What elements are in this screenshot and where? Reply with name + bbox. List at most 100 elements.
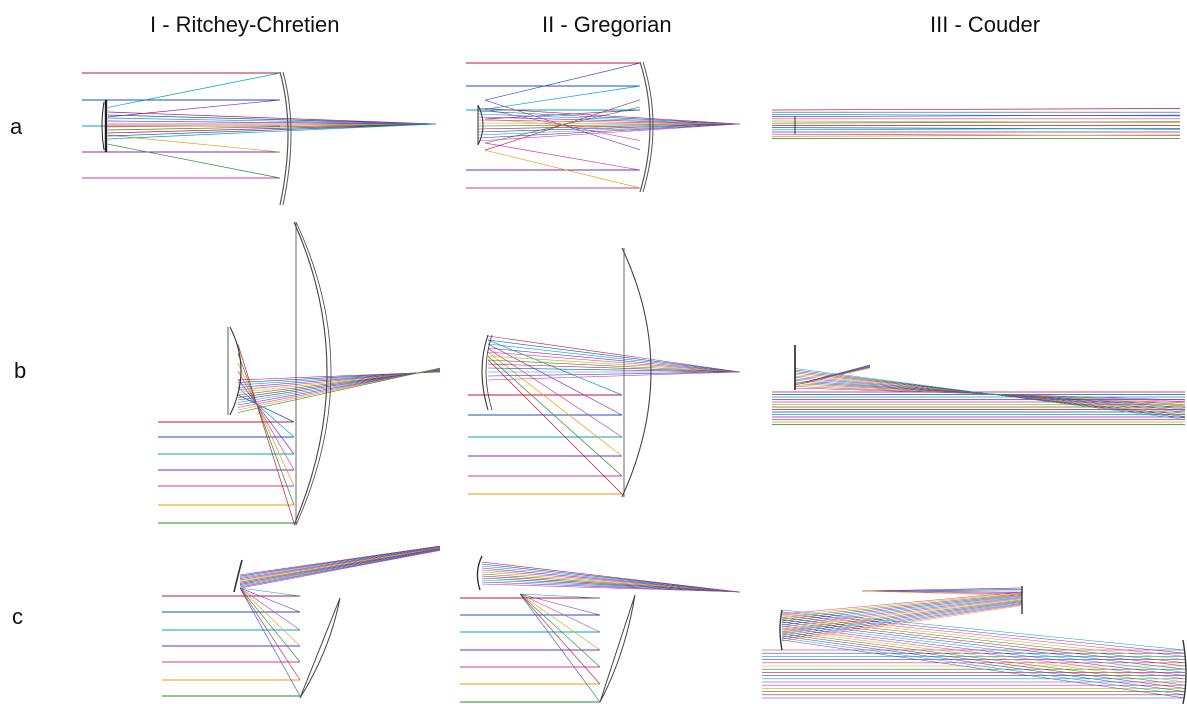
column-title-ritchey-chretien: I - Ritchey-Chretien bbox=[150, 12, 340, 37]
light-ray bbox=[771, 108, 1181, 111]
primary-mirror bbox=[621, 247, 652, 498]
light-ray bbox=[781, 625, 1186, 676]
light-ray bbox=[781, 594, 1023, 620]
light-ray bbox=[487, 367, 741, 373]
light-ray bbox=[487, 343, 741, 373]
light-ray bbox=[477, 110, 741, 125]
light-ray bbox=[237, 344, 295, 524]
primary-mirror-back bbox=[295, 221, 332, 526]
secondary-mirror bbox=[476, 555, 483, 591]
light-ray bbox=[487, 371, 741, 381]
light-ray bbox=[487, 343, 623, 416]
secondary-mirror bbox=[233, 559, 243, 593]
light-ray bbox=[781, 596, 1023, 624]
light-ray bbox=[794, 367, 871, 386]
light-ray bbox=[519, 593, 601, 685]
light-ray bbox=[781, 600, 1023, 633]
light-ray bbox=[481, 575, 741, 593]
light-ray bbox=[781, 604, 1023, 640]
light-ray bbox=[237, 370, 295, 471]
light-ray bbox=[477, 107, 741, 125]
light-ray bbox=[781, 609, 1186, 651]
light-ray bbox=[519, 593, 601, 599]
light-ray bbox=[239, 548, 441, 584]
row-label-b: b bbox=[14, 358, 27, 383]
light-ray bbox=[107, 111, 437, 125]
light-ray bbox=[781, 613, 1186, 657]
light-ray bbox=[781, 599, 1023, 631]
light-ray bbox=[239, 587, 301, 697]
light-ray bbox=[477, 113, 741, 125]
row-label-c: c bbox=[12, 604, 23, 629]
light-ray bbox=[519, 593, 601, 668]
light-ray bbox=[771, 114, 1181, 117]
light-ray bbox=[239, 549, 441, 588]
light-ray bbox=[107, 117, 437, 125]
light-ray bbox=[481, 567, 741, 593]
light-ray bbox=[487, 339, 623, 396]
light-ray bbox=[771, 134, 1181, 137]
light-ray bbox=[519, 593, 601, 651]
light-ray bbox=[487, 351, 623, 457]
light-ray bbox=[487, 355, 623, 477]
light-ray bbox=[477, 116, 741, 125]
light-ray bbox=[781, 621, 1186, 670]
light-ray bbox=[781, 629, 1186, 683]
primary-mirror-edge bbox=[642, 61, 654, 193]
light-ray bbox=[771, 127, 1181, 131]
light-ray bbox=[481, 571, 741, 593]
light-ray bbox=[481, 565, 741, 593]
light-ray bbox=[781, 619, 1186, 667]
light-ray bbox=[781, 635, 1186, 692]
panel-a-ritchey-chretien bbox=[82, 71, 437, 206]
light-ray bbox=[781, 631, 1186, 686]
light-ray bbox=[781, 637, 1186, 696]
light-ray bbox=[484, 62, 641, 101]
light-ray bbox=[477, 119, 741, 125]
panel-b-gregorian bbox=[468, 247, 741, 498]
light-ray bbox=[107, 143, 281, 179]
light-ray bbox=[107, 120, 437, 125]
light-ray bbox=[107, 114, 437, 125]
light-ray bbox=[781, 623, 1186, 673]
light-ray bbox=[477, 123, 741, 133]
secondary-mirror bbox=[481, 334, 489, 411]
light-ray bbox=[239, 550, 441, 589]
light-ray bbox=[237, 394, 295, 423]
light-ray bbox=[237, 353, 295, 506]
light-ray bbox=[239, 587, 301, 681]
light-ray bbox=[781, 593, 1023, 618]
light-ray bbox=[239, 548, 441, 585]
light-ray bbox=[781, 598, 1023, 629]
light-ray bbox=[239, 547, 441, 581]
light-ray bbox=[487, 371, 741, 377]
light-ray bbox=[107, 123, 437, 137]
light-ray bbox=[481, 569, 741, 593]
light-ray bbox=[519, 593, 601, 633]
light-ray bbox=[239, 546, 441, 579]
light-ray bbox=[861, 590, 1023, 596]
panel-b-couder bbox=[772, 345, 1186, 425]
light-ray bbox=[481, 577, 741, 593]
light-ray bbox=[477, 122, 741, 125]
light-ray bbox=[481, 581, 741, 593]
light-ray bbox=[477, 123, 741, 136]
light-ray bbox=[781, 601, 1023, 635]
primary-mirror bbox=[299, 597, 341, 699]
light-ray bbox=[239, 546, 441, 578]
light-ray bbox=[487, 359, 623, 495]
light-ray bbox=[487, 339, 741, 373]
light-ray bbox=[484, 109, 641, 120]
light-ray bbox=[519, 593, 601, 703]
light-ray bbox=[239, 545, 441, 576]
light-ray bbox=[239, 587, 301, 613]
light-ray bbox=[239, 548, 441, 583]
light-ray bbox=[481, 583, 741, 593]
light-ray bbox=[484, 142, 641, 171]
column-title-gregorian: II - Gregorian bbox=[542, 12, 672, 37]
light-ray bbox=[781, 605, 1023, 642]
light-ray bbox=[519, 593, 601, 616]
primary-mirror bbox=[599, 594, 636, 703]
light-ray bbox=[781, 639, 1186, 699]
